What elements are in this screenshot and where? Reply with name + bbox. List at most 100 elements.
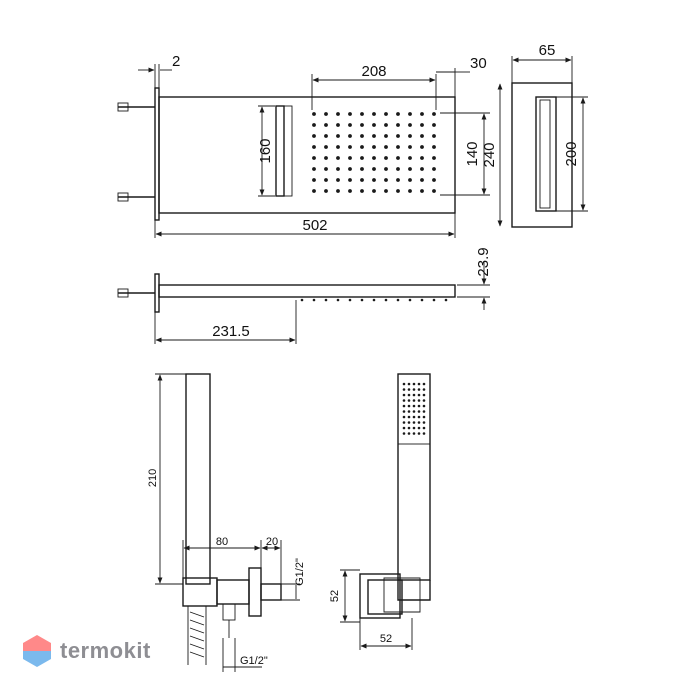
nozzle-dot (360, 123, 364, 127)
nozzle-dot (402, 399, 406, 402)
nozzle-dot (417, 415, 421, 419)
dim-240-label: 240 (481, 142, 498, 167)
nozzle-row (300, 298, 448, 302)
side-inner (539, 99, 551, 209)
nozzle-dot (402, 432, 406, 435)
nozzle-dot (432, 298, 436, 302)
nozzle-dot (402, 426, 406, 430)
nozzle-dot (384, 112, 388, 116)
dim-g12-b-label: G1/2" (240, 655, 268, 667)
shower-head-front-view (117, 87, 456, 221)
nozzle-dot (336, 178, 340, 182)
nozzle-dot (324, 123, 328, 127)
nozzle-dot (348, 178, 352, 182)
nozzle-dot (412, 421, 416, 424)
dim-210: 210 (147, 373, 186, 585)
nozzle-dot (372, 178, 376, 182)
dim-2: 2 (138, 53, 180, 88)
nozzle-dot (408, 298, 412, 302)
nozzle-dot (408, 167, 412, 171)
nozzle-dot (407, 415, 411, 419)
nozzle-dot (412, 415, 416, 419)
nozzle-dot (396, 156, 400, 160)
nozzle-dot (407, 426, 411, 430)
nozzle-dot (432, 145, 436, 149)
nozzle-dot (312, 167, 316, 171)
nozzle-dot (372, 167, 376, 171)
nozzle-dot (432, 123, 436, 127)
nozzle-dot (432, 178, 436, 182)
nozzle-dot (402, 404, 406, 408)
nozzle-dot (422, 421, 426, 424)
nozzle-dot (396, 123, 400, 127)
dim-200-label: 200 (563, 141, 580, 166)
nozzle-dot (432, 156, 436, 160)
waterfall-slot-right (283, 105, 293, 197)
dim-208: 208 (311, 63, 437, 110)
nozzle-dot (417, 426, 421, 430)
nozzle-dot (408, 156, 412, 160)
nozzle-dot (324, 178, 328, 182)
nozzle-dot (372, 145, 376, 149)
dim-80: 80 (182, 536, 262, 578)
nozzle-dot (360, 134, 364, 138)
dim-52-v: 52 (329, 569, 360, 623)
nozzle-dot (420, 298, 424, 302)
nozzle-dot (407, 382, 411, 386)
nozzle-dot (407, 410, 411, 413)
nozzle-dot (312, 178, 316, 182)
nozzle-dot (417, 421, 421, 424)
nozzle-dot (420, 134, 424, 138)
nozzle-dot (432, 167, 436, 171)
nozzle-dot (417, 432, 421, 435)
nozzle-dot (432, 189, 436, 193)
nozzle-dot (420, 123, 424, 127)
dim-160-label: 160 (257, 138, 274, 163)
nozzle-dot (396, 178, 400, 182)
dim-140-label: 140 (464, 141, 481, 166)
nozzle-dot (324, 156, 328, 160)
dim-80-label: 80 (216, 536, 228, 548)
nozzle-dot (396, 298, 400, 302)
inlet-fitting-bottom (117, 192, 129, 202)
nozzle-dot (422, 393, 426, 397)
nozzle-dot (348, 167, 352, 171)
nozzle-dot (412, 426, 416, 430)
nozzle-dot (402, 388, 406, 391)
nozzle-dot (420, 167, 424, 171)
nozzle-dot (348, 134, 352, 138)
nozzle-dot (336, 145, 340, 149)
hand-shower-side-view (182, 373, 282, 665)
nozzle-dot (412, 432, 416, 435)
wall-flange (248, 567, 262, 617)
hexagon-logo-icon (23, 635, 51, 667)
nozzle-dot (417, 388, 421, 391)
nozzle-dot (324, 189, 328, 193)
nozzle-dot (402, 410, 406, 413)
nozzle-grid (312, 112, 436, 193)
nozzle-dot (422, 399, 426, 402)
dim-208-label: 208 (361, 63, 386, 80)
dim-2-label: 2 (172, 53, 180, 70)
dim-65-label: 65 (539, 42, 556, 59)
dim-210-label: 210 (147, 469, 159, 487)
nozzle-dot (348, 112, 352, 116)
nozzle-dot (420, 112, 424, 116)
nozzle-dot (312, 112, 316, 116)
hose-nut (222, 603, 236, 621)
nozzle-dot (348, 145, 352, 149)
nozzle-dot (420, 189, 424, 193)
nozzle-dot (336, 156, 340, 160)
nozzle-dot (324, 298, 328, 302)
dim-23-9-label: 23.9 (475, 247, 492, 276)
nozzle-dot (408, 112, 412, 116)
nozzle-dot (312, 123, 316, 127)
dim-200: 200 (556, 96, 588, 212)
nozzle-dot (420, 178, 424, 182)
nozzle-dot (407, 404, 411, 408)
outlet-body (216, 579, 250, 605)
dim-g12-a-label: G1/2" (294, 558, 306, 586)
nozzle-dot (412, 404, 416, 408)
nozzle-dot (384, 145, 388, 149)
